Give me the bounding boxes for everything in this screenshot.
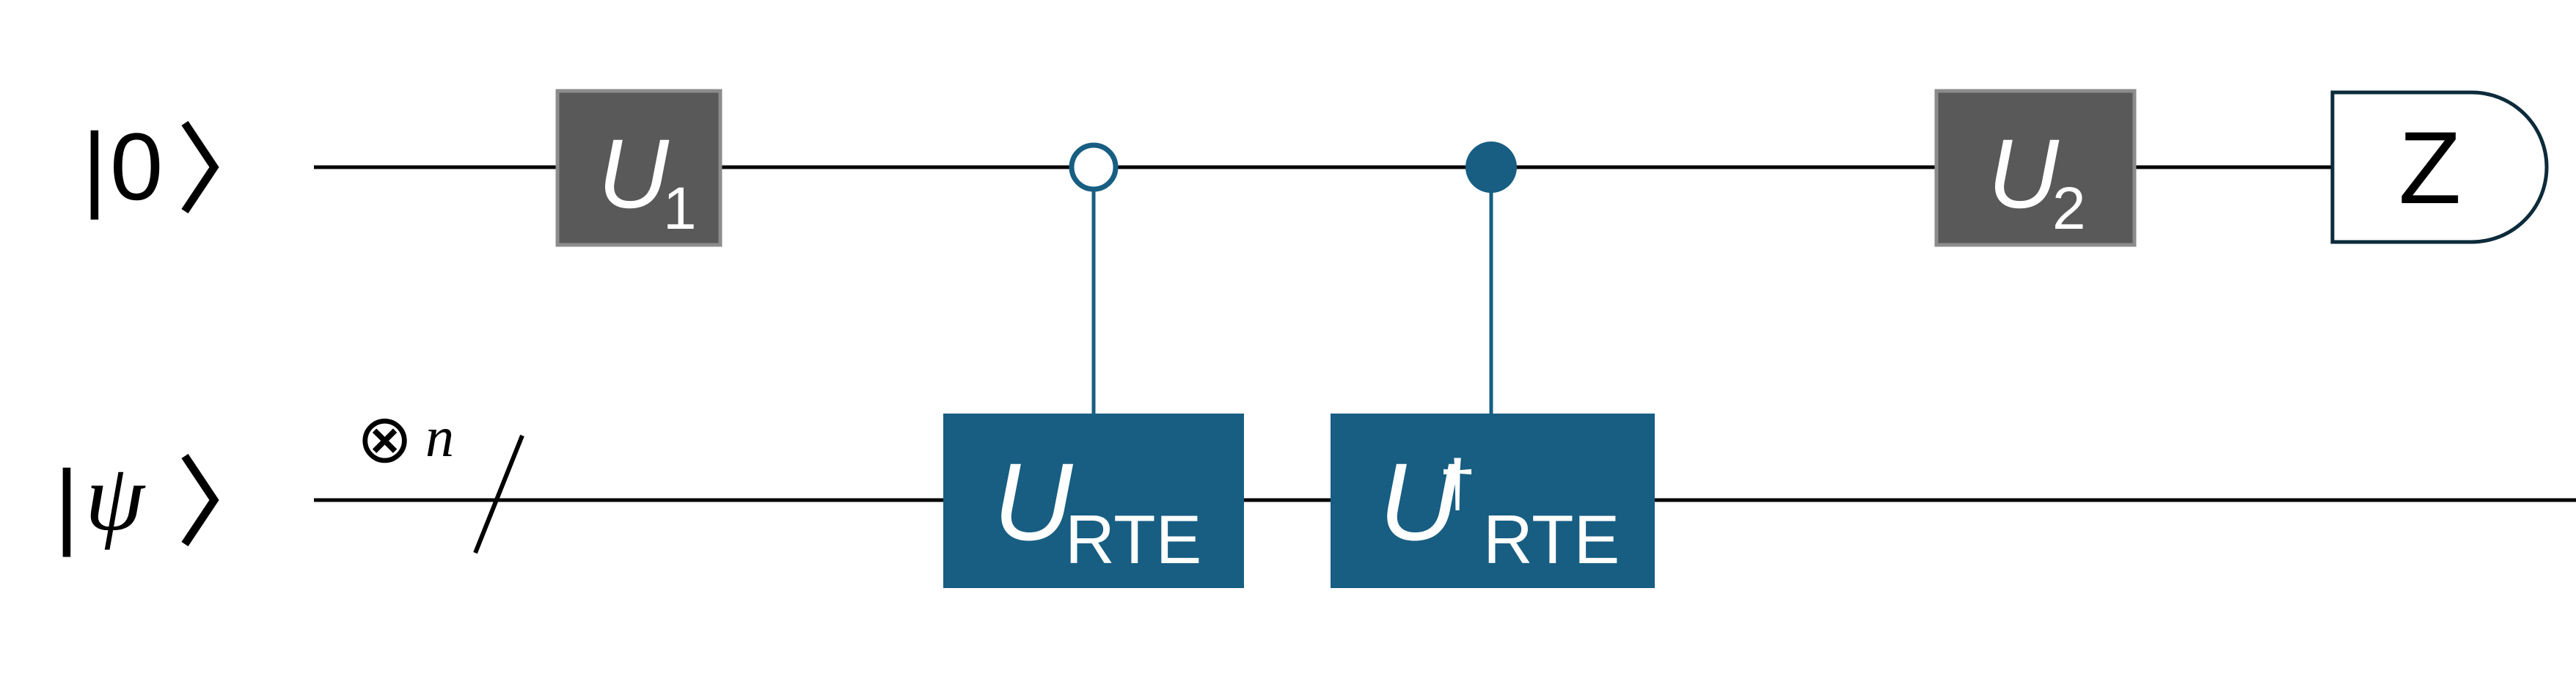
- closed-control-dot: [1466, 142, 1517, 193]
- u1-gate: U 1: [555, 89, 722, 247]
- u1-gate-box: [555, 89, 722, 247]
- tensor-power: n: [425, 405, 454, 469]
- register-slash: [473, 434, 524, 554]
- z-measurement-box: [2330, 90, 2549, 244]
- ket-0-angle: [181, 120, 219, 214]
- u2-gate-subscript: 2: [2052, 175, 2086, 242]
- u-rte-gate-label: U: [993, 440, 1074, 563]
- u-rte-gate-box: [943, 414, 1244, 588]
- ket-0-label: | 0: [82, 113, 219, 220]
- u2-gate-label: U: [1988, 120, 2060, 229]
- z-measurement-label: Z: [2398, 110, 2462, 225]
- u-rte-dagger-gate: U † RTE: [1331, 414, 1655, 588]
- u-rte-gate: U RTE: [943, 414, 1244, 588]
- ket-0-bar: |: [82, 113, 107, 220]
- u2-gate-box: [1934, 89, 2137, 247]
- ket-psi-bar: |: [54, 450, 79, 557]
- ket-psi-label: | ψ: [54, 445, 219, 557]
- ket-psi-angle: [181, 453, 219, 547]
- u2-gate: U 2: [1934, 89, 2137, 247]
- u1-gate-label: U: [598, 120, 670, 229]
- u1-gate-subscript: 1: [663, 175, 697, 242]
- u-rte-dagger-gate-subscript: RTE: [1483, 501, 1620, 578]
- u-rte-dagger-gate-superscript: †: [1439, 447, 1476, 521]
- ket-psi-symbol: ψ: [85, 445, 146, 551]
- ket-0-symbol: 0: [110, 113, 163, 220]
- u-rte-dagger-gate-label: U: [1379, 440, 1460, 563]
- tensor-symbol: ⊗: [356, 402, 413, 477]
- u-rte-gate-subscript: RTE: [1065, 501, 1201, 578]
- open-control-dot: [1069, 142, 1119, 192]
- z-measurement: Z: [2330, 90, 2549, 244]
- u-rte-dagger-gate-box: [1331, 414, 1655, 588]
